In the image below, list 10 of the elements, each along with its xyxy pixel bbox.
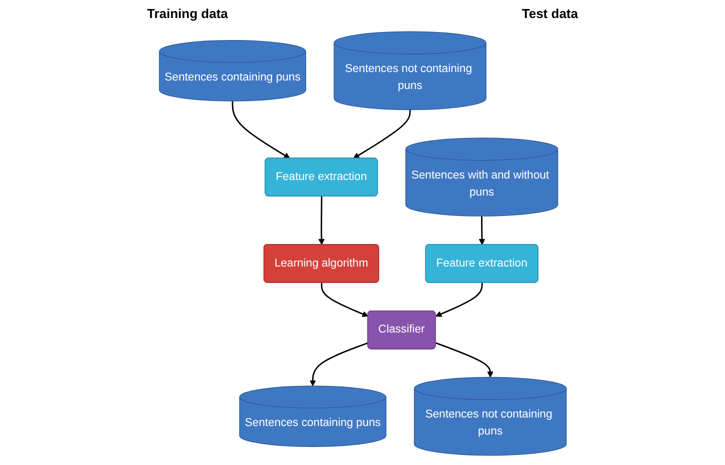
arrow — [232, 101, 290, 159]
arrow — [352, 110, 410, 159]
arrow — [435, 282, 483, 317]
arrow — [435, 342, 494, 378]
arrow — [320, 282, 368, 317]
arrow — [309, 342, 368, 386]
column-heading: Training data — [146, 6, 228, 20]
column-heading: Test data — [522, 6, 578, 20]
arrow — [478, 216, 485, 245]
arrow — [318, 196, 324, 245]
